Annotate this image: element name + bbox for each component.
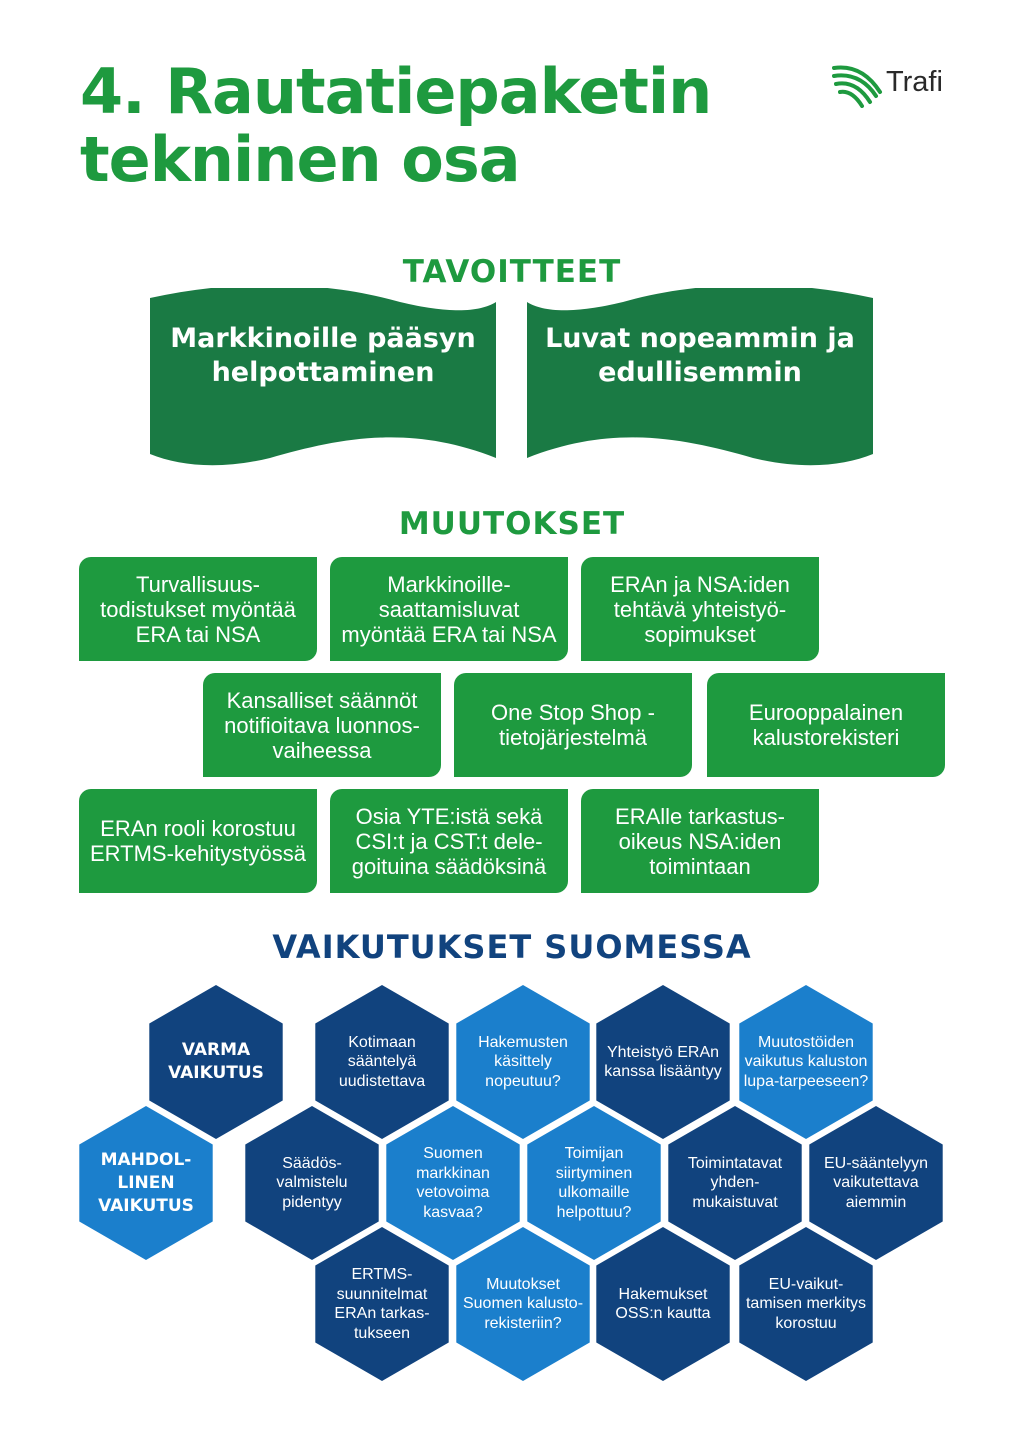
effect-hex-13-shape: [596, 1227, 730, 1381]
changes-heading: MUUTOKSET: [398, 506, 626, 542]
trafi-logo-icon: [832, 65, 882, 108]
hex-legend-possible-shape: [79, 1106, 213, 1260]
page-title-line-1: 4. Rautatiepaketin: [80, 55, 712, 128]
banner-flag-shape: [527, 288, 873, 466]
effect-hex-13-label: Hakemukset OSS:n kautta: [615, 1285, 711, 1323]
effect-hex-8-shape: [527, 1106, 661, 1260]
effects-heading: VAIKUTUKSET SUOMESSA: [272, 928, 752, 966]
effect-hex-12-shape: [456, 1227, 590, 1381]
goal-banner-2: Luvat nopeammin ja edullisemmin: [527, 288, 873, 468]
banner-flag-shape: [150, 288, 496, 466]
effect-hex-6-shape: [245, 1106, 379, 1260]
page-title: 4. Rautatiepaketin tekninen osa: [80, 55, 712, 196]
effect-hex-10-label: EU-sääntelyyn vaikutettava aiemmin: [823, 1154, 929, 1211]
effect-hex-11-label: ERTMS-suunnitelmat ERAn tarkas-tukseen: [334, 1266, 430, 1342]
change-box-7: ERAn rooli korostuu ERTMS-kehitystyössä: [79, 789, 317, 893]
change-box-9: ERAlle tarkastus-oikeus NSA:iden toimint…: [581, 789, 819, 893]
hex-legend-certain-shape: [149, 985, 283, 1139]
page-title-line-2: tekninen osa: [80, 123, 521, 196]
effect-hex-4-label: Yhteistyö ERAn kanssa lisääntyy: [604, 1043, 722, 1081]
goal-banner-1: Markkinoille pääsyn helpottaminen: [150, 288, 496, 468]
effect-hex-10-shape: [809, 1106, 943, 1260]
trafi-logo-text: Trafi: [886, 66, 943, 98]
hex-legend-possible-label: MAHDOL-LINEN VAIKUTUS: [98, 1149, 194, 1216]
change-box-1: Turvallisuus-todistukset myöntää ERA tai…: [79, 557, 317, 661]
effect-hex-7-shape: [386, 1106, 520, 1260]
effect-hex-3-shape: [456, 985, 590, 1139]
effect-hex-14-shape: [739, 1227, 873, 1381]
effect-hex-11-shape: [315, 1227, 449, 1381]
effect-hex-4-shape: [596, 985, 730, 1139]
change-box-2: Markkinoille-saattamisluvat myöntää ERA …: [330, 557, 568, 661]
effect-hex-2-shape: [315, 985, 449, 1139]
effect-hex-6-label: Säädös-valmistelu pidentyy: [276, 1154, 348, 1211]
effect-hex-5-label: Muutostöiden vaikutus kaluston lupa-tarp…: [743, 1033, 869, 1090]
hex-legend-certain-label: VARMA VAIKUTUS: [168, 1040, 264, 1083]
goals-heading: TAVOITTEET: [402, 254, 622, 290]
change-box-8: Osia YTE:istä sekä CSI:t ja CST:t dele-g…: [330, 789, 568, 893]
effect-hex-7-label: Suomen markkinan vetovoima kasvaa?: [416, 1145, 490, 1221]
change-box-3: ERAn ja NSA:iden tehtävä yhteistyö-sopim…: [581, 557, 819, 661]
effect-hex-12-label: Muutokset Suomen kalusto-rekisteriin?: [462, 1275, 584, 1332]
effect-hex-5-shape: [739, 985, 873, 1139]
effect-hex-2-label: Kotimaan sääntelyä uudistettava: [338, 1033, 426, 1090]
effect-hex-14-label: EU-vaikut-tamisen merkitys korostuu: [745, 1275, 867, 1332]
effect-hex-9-shape: [668, 1106, 802, 1260]
goal-text-2: Luvat nopeammin ja edullisemmin: [545, 323, 855, 388]
change-box-5: One Stop Shop -tietojärjestelmä: [454, 673, 692, 777]
change-box-4: Kansalliset säännöt notifioitava luonnos…: [203, 673, 441, 777]
effect-hex-9-label: Toimintatavat yhden-mukaistuvat: [687, 1154, 783, 1211]
effect-hex-8-label: Toimijan siirtyminen ulkomaille helpottu…: [555, 1145, 633, 1221]
goal-text-1: Markkinoille pääsyn helpottaminen: [170, 323, 476, 388]
change-box-6: Eurooppalainen kalustorekisteri: [707, 673, 945, 777]
effect-hex-3-label: Hakemusten käsittely nopeutuu?: [478, 1033, 568, 1090]
